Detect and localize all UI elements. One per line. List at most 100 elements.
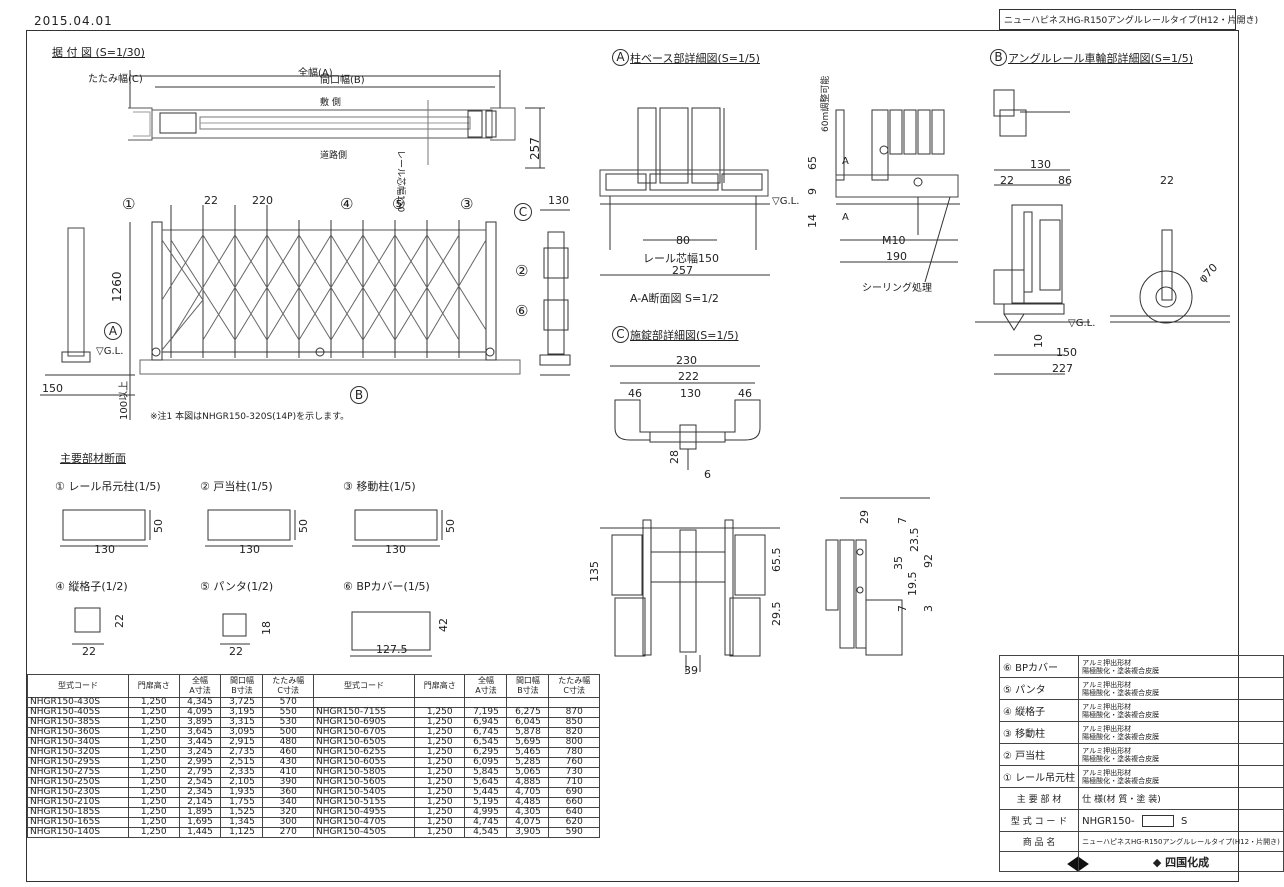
parts-table-row: ③ 移動柱アルミ押出形材 陽極酸化・塗装複合皮膜 (998, 721, 1284, 744)
spec-table-cell: 4,885 (506, 777, 550, 788)
detail-c-dim-130: 130 (680, 387, 701, 400)
detail-c-dim-29: 29 (858, 510, 871, 524)
detail-a-gl: ▽G.L. (772, 196, 800, 207)
circle-c: C (514, 203, 532, 221)
detail-b-dim-22a: 22 (1000, 174, 1014, 187)
spec-header-cell: 全幅 A寸法 (178, 674, 222, 698)
spec-table-cell (548, 697, 600, 708)
detail-c-title: 施錠部詳細図(S=1/5) (630, 329, 739, 342)
detail-a-letter: A (612, 49, 629, 66)
spec-table-cell: 3,445 (178, 737, 222, 748)
section-6-w: 127.5 (376, 643, 408, 656)
spec-table-cell: 1,895 (178, 807, 222, 818)
spec-table-cell: 6,095 (464, 757, 508, 768)
parts-table-row: ① レール吊元柱アルミ押出形材 陽極酸化・塗装複合皮膜 (998, 765, 1284, 788)
spec-table-cell (312, 697, 415, 708)
detail-c-dim-222: 222 (678, 370, 699, 383)
spec-table-cell: 1,250 (413, 797, 466, 808)
detail-a-rail-center: レール芯幅150 (643, 252, 719, 265)
spec-table-cell: NHGR150-340S (27, 737, 129, 748)
spec-table-cell: 6,295 (464, 747, 508, 758)
parts-table-row: ② 戸当柱アルミ押出形材 陽極酸化・塗装複合皮膜 (998, 743, 1284, 766)
spec-table-cell: 6,545 (464, 737, 508, 748)
member-sections (60, 509, 443, 657)
product-value: ニューハピネスHG-R150アングルレールタイプ(H12・片開き) (1078, 831, 1284, 852)
detail-c-dim-23-5: 23.5 (908, 527, 921, 553)
spec-table-cell: NHGR150-165S (27, 817, 129, 828)
install-dim-130: 130 (548, 194, 569, 207)
spec-table-cell: 2,335 (220, 767, 264, 778)
spec-table-cell: NHGR150-560S (312, 777, 415, 788)
install-dim-220: 220 (252, 194, 273, 207)
part-spec: アルミ押出形材 陽極酸化・塗装複合皮膜 (1078, 743, 1284, 766)
spec-table-cell: 3,725 (220, 697, 264, 708)
spec-table-cell: 5,195 (464, 797, 508, 808)
spec-table-cell: 3,645 (178, 727, 222, 738)
part-name: ⑤ パンタ (998, 677, 1080, 700)
company-cell: ◆ 四国化成 (1078, 851, 1284, 872)
detail-a-dim-65: 65 (806, 156, 819, 170)
title-box-text: ニューハピネスHG-R150アングルレールタイプ(H12・片開き) (1004, 16, 1259, 26)
detail-b-title: アングルレール車輪部詳細図(S=1/5) (1008, 52, 1194, 65)
spec-table-cell: 360 (262, 787, 314, 798)
spec-table-cell: NHGR150-360S (27, 727, 129, 738)
detail-a-dim-190: 190 (886, 250, 907, 263)
install-road-side: 道路側 (320, 151, 348, 161)
spec-header-cell: たたみ幅 C寸法 (262, 674, 314, 698)
spec-table-cell: 590 (548, 827, 600, 838)
spec-table-cell (464, 697, 508, 708)
spec-table-cell: 300 (262, 817, 314, 828)
section-4-h: 22 (113, 614, 126, 628)
spec-table-cell: 3,315 (220, 717, 264, 728)
section-label-5: ⑤ パンタ(1/2) (200, 580, 274, 593)
spec-table-cell: 1,250 (128, 817, 180, 828)
spec-table-cell: 710 (548, 777, 600, 788)
detail-b-letter: B (990, 49, 1007, 66)
install-gl: ▽G.L. (96, 346, 124, 357)
spec-table-cell: NHGR150-690S (312, 717, 415, 728)
part-spec: アルミ押出形材 陽極酸化・塗装複合皮膜 (1078, 721, 1284, 744)
spec-table-cell: 5,445 (464, 787, 508, 798)
spec-table-cell: 730 (548, 767, 600, 778)
spec-table-cell: 5,695 (506, 737, 550, 748)
callout-4: ④ (340, 195, 354, 213)
product-label: 商 品 名 (998, 831, 1080, 852)
spec-table-cell: 5,065 (506, 767, 550, 778)
spec-table-cell: 820 (548, 727, 600, 738)
title-box (999, 9, 1236, 30)
spec-table-cell: 1,695 (178, 817, 222, 828)
spec-table-cell: NHGR150-430S (27, 697, 129, 708)
detail-a-adjust: 60m調整可能 (821, 75, 831, 132)
spec-header-cell: たたみ幅 C寸法 (548, 674, 600, 698)
spec-table-cell: 1,250 (128, 697, 180, 708)
spec-table-cell: 320 (262, 807, 314, 818)
drawing-canvas (40, 70, 1230, 872)
install-title: 据 付 図 (S=1/30) (52, 46, 145, 59)
spec-table-cell: NHGR150-275S (27, 767, 129, 778)
detail-c-dim-6: 6 (704, 468, 711, 481)
spec-table-cell: NHGR150-540S (312, 787, 415, 798)
spec-table-cell: 5,285 (506, 757, 550, 768)
spec-table-cell: 1,250 (128, 717, 180, 728)
detail-c-letter: C (612, 326, 629, 343)
spec-table-cell: NHGR150-185S (27, 807, 129, 818)
detail-a-mark-top: A (842, 156, 849, 167)
spec-table-cell: NHGR150-580S (312, 767, 415, 778)
parts-header-row: 主 要 部 材 仕 様(材 質・塗 装) (998, 787, 1284, 810)
detail-c-dim-39: 39 (684, 664, 698, 677)
spec-table-cell: 620 (548, 817, 600, 828)
install-fold-width: たたみ幅(C) (88, 74, 143, 85)
detail-c-view (600, 365, 930, 672)
parts-table-row: ④ 縦格子アルミ押出形材 陽極酸化・塗装複合皮膜 (998, 699, 1284, 722)
spec-table-cell: 2,795 (178, 767, 222, 778)
part-name: ④ 縦格子 (998, 699, 1080, 722)
spec-table-cell: 1,250 (413, 737, 466, 748)
spec-table-cell: 2,915 (220, 737, 264, 748)
section-label-3: ③ 移動柱(1/5) (343, 480, 416, 493)
